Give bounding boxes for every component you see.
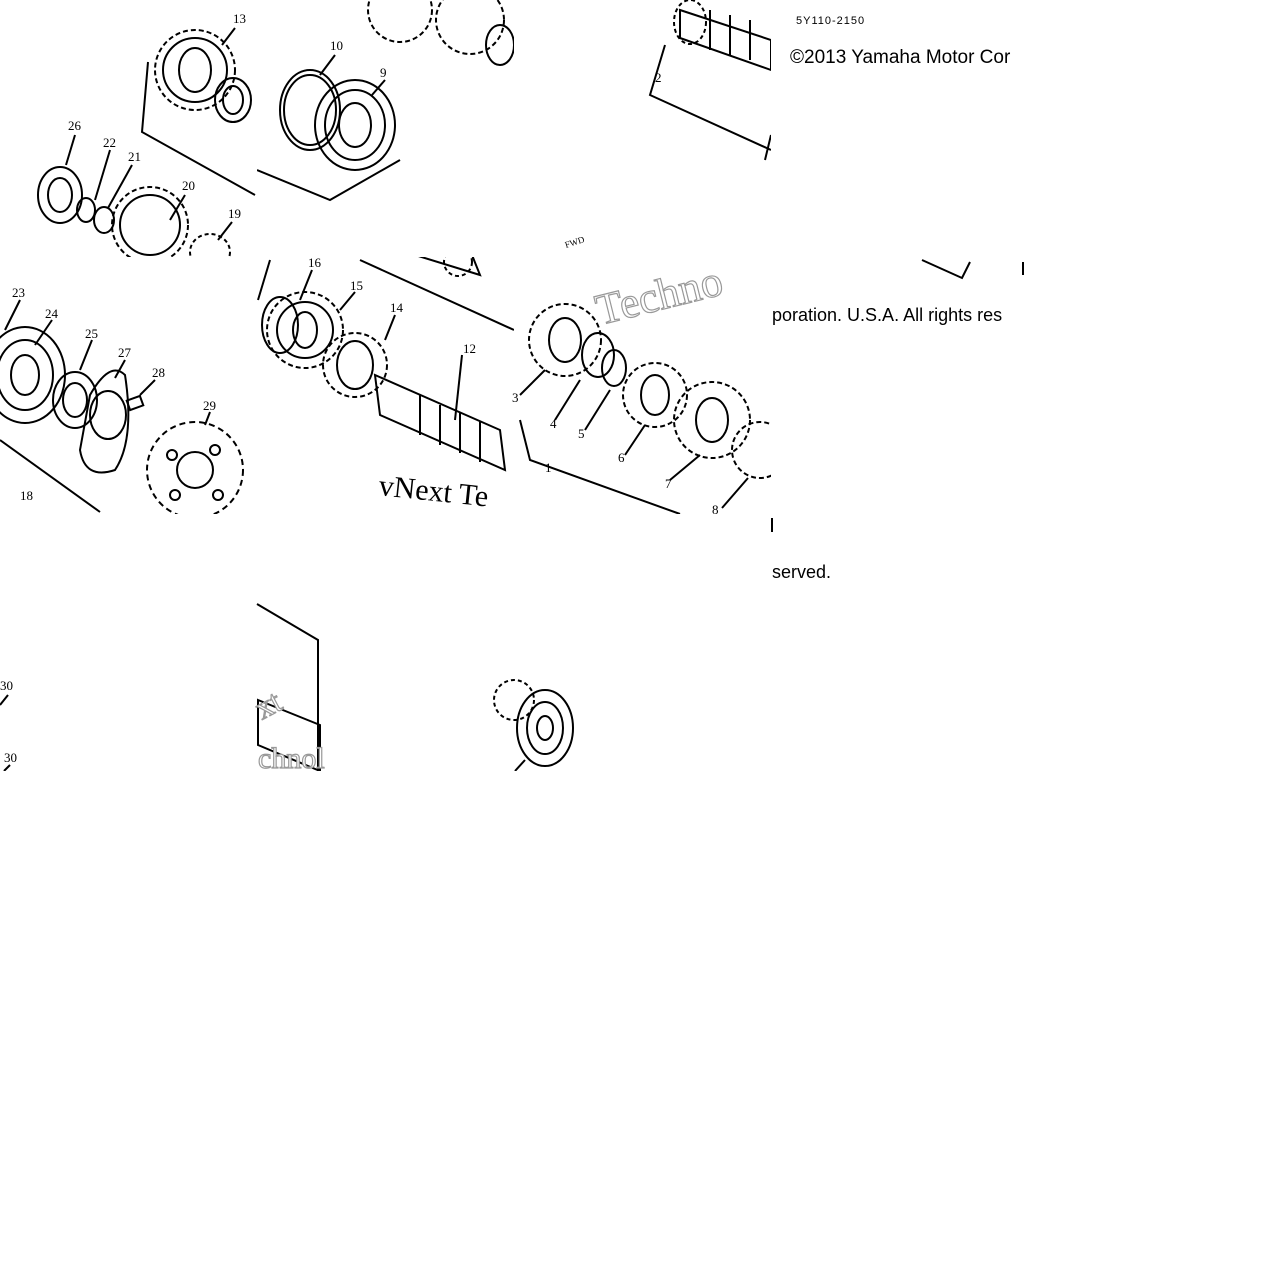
svg-text:23: 23 <box>12 285 25 300</box>
copyright-line-1: ©2013 Yamaha Motor Cor <box>790 47 1011 68</box>
watermark-text-2: Techno <box>591 256 728 335</box>
svg-text:9: 9 <box>380 65 387 80</box>
svg-text:5: 5 <box>578 426 585 441</box>
seal-24 <box>52 371 98 429</box>
svg-text:19: 19 <box>228 206 241 221</box>
bearing-bottom <box>516 689 574 767</box>
watermark: vNext Te Techno chnol xt <box>248 255 728 775</box>
washer-4 <box>581 332 615 378</box>
circlip-10 <box>279 69 341 151</box>
part-code: 5Y110-2150 <box>796 15 866 27</box>
svg-text:4: 4 <box>550 416 557 431</box>
svg-text:8: 8 <box>712 502 719 517</box>
tile-middle-left <box>0 299 244 514</box>
watermark-text-3: chnol <box>258 742 325 775</box>
svg-text:28: 28 <box>152 365 165 380</box>
gear-19 <box>111 186 189 257</box>
tile-bottom-row <box>0 603 574 771</box>
svg-text:15: 15 <box>350 278 363 293</box>
copyright-line-2: poration. U.S.A. All rights res <box>772 305 1003 325</box>
gear-8 <box>731 421 771 479</box>
gear-3 <box>528 303 602 377</box>
svg-text:12: 12 <box>463 341 476 356</box>
fwd-label: FWD <box>564 234 587 250</box>
svg-text:16: 16 <box>308 255 322 270</box>
plate-25 <box>78 369 130 474</box>
svg-text:22: 22 <box>103 135 116 150</box>
fragment-right <box>771 259 1024 532</box>
svg-text:26: 26 <box>68 118 82 133</box>
svg-text:29: 29 <box>203 398 216 413</box>
svg-text:21: 21 <box>128 149 141 164</box>
gear-15 <box>266 291 344 369</box>
svg-text:1: 1 <box>545 460 552 475</box>
copyright-line-3: served. <box>772 562 832 582</box>
shaft-12 <box>373 373 507 472</box>
ring-16 <box>261 296 299 354</box>
bearing-9 <box>314 79 396 171</box>
bolt-26 <box>125 394 145 412</box>
tile-top-right <box>648 0 771 161</box>
svg-text:2: 2 <box>655 70 662 85</box>
svg-text:6: 6 <box>618 450 625 465</box>
callout-labels: 13 26 22 21 20 19 10 9 2 23 24 25 27 28 … <box>0 11 719 765</box>
svg-text:10: 10 <box>330 38 343 53</box>
svg-text:30: 30 <box>4 750 17 765</box>
gear-7 <box>673 381 751 459</box>
tile-middle-center <box>257 257 514 472</box>
svg-text:13: 13 <box>233 11 246 26</box>
circlip-5 <box>601 349 627 387</box>
seal-27 <box>37 166 83 224</box>
svg-text:20: 20 <box>182 178 195 193</box>
gear-13 <box>154 29 236 111</box>
svg-text:30: 30 <box>0 678 13 693</box>
svg-text:3: 3 <box>512 390 519 405</box>
tile-top-left <box>37 27 256 257</box>
svg-text:27: 27 <box>118 345 132 360</box>
sprocket-28 <box>146 421 244 514</box>
svg-text:24: 24 <box>45 306 59 321</box>
watermark-text-4: xt <box>248 683 287 727</box>
tile-top-center <box>257 0 514 202</box>
watermark-text-1: vNext Te <box>377 469 490 513</box>
svg-text:25: 25 <box>85 326 98 341</box>
tile-middle-right <box>519 303 771 514</box>
gear-14 <box>322 332 388 398</box>
svg-text:7: 7 <box>665 476 672 491</box>
gear-6 <box>622 362 688 428</box>
svg-text:14: 14 <box>390 300 404 315</box>
svg-text:18: 18 <box>20 488 33 503</box>
